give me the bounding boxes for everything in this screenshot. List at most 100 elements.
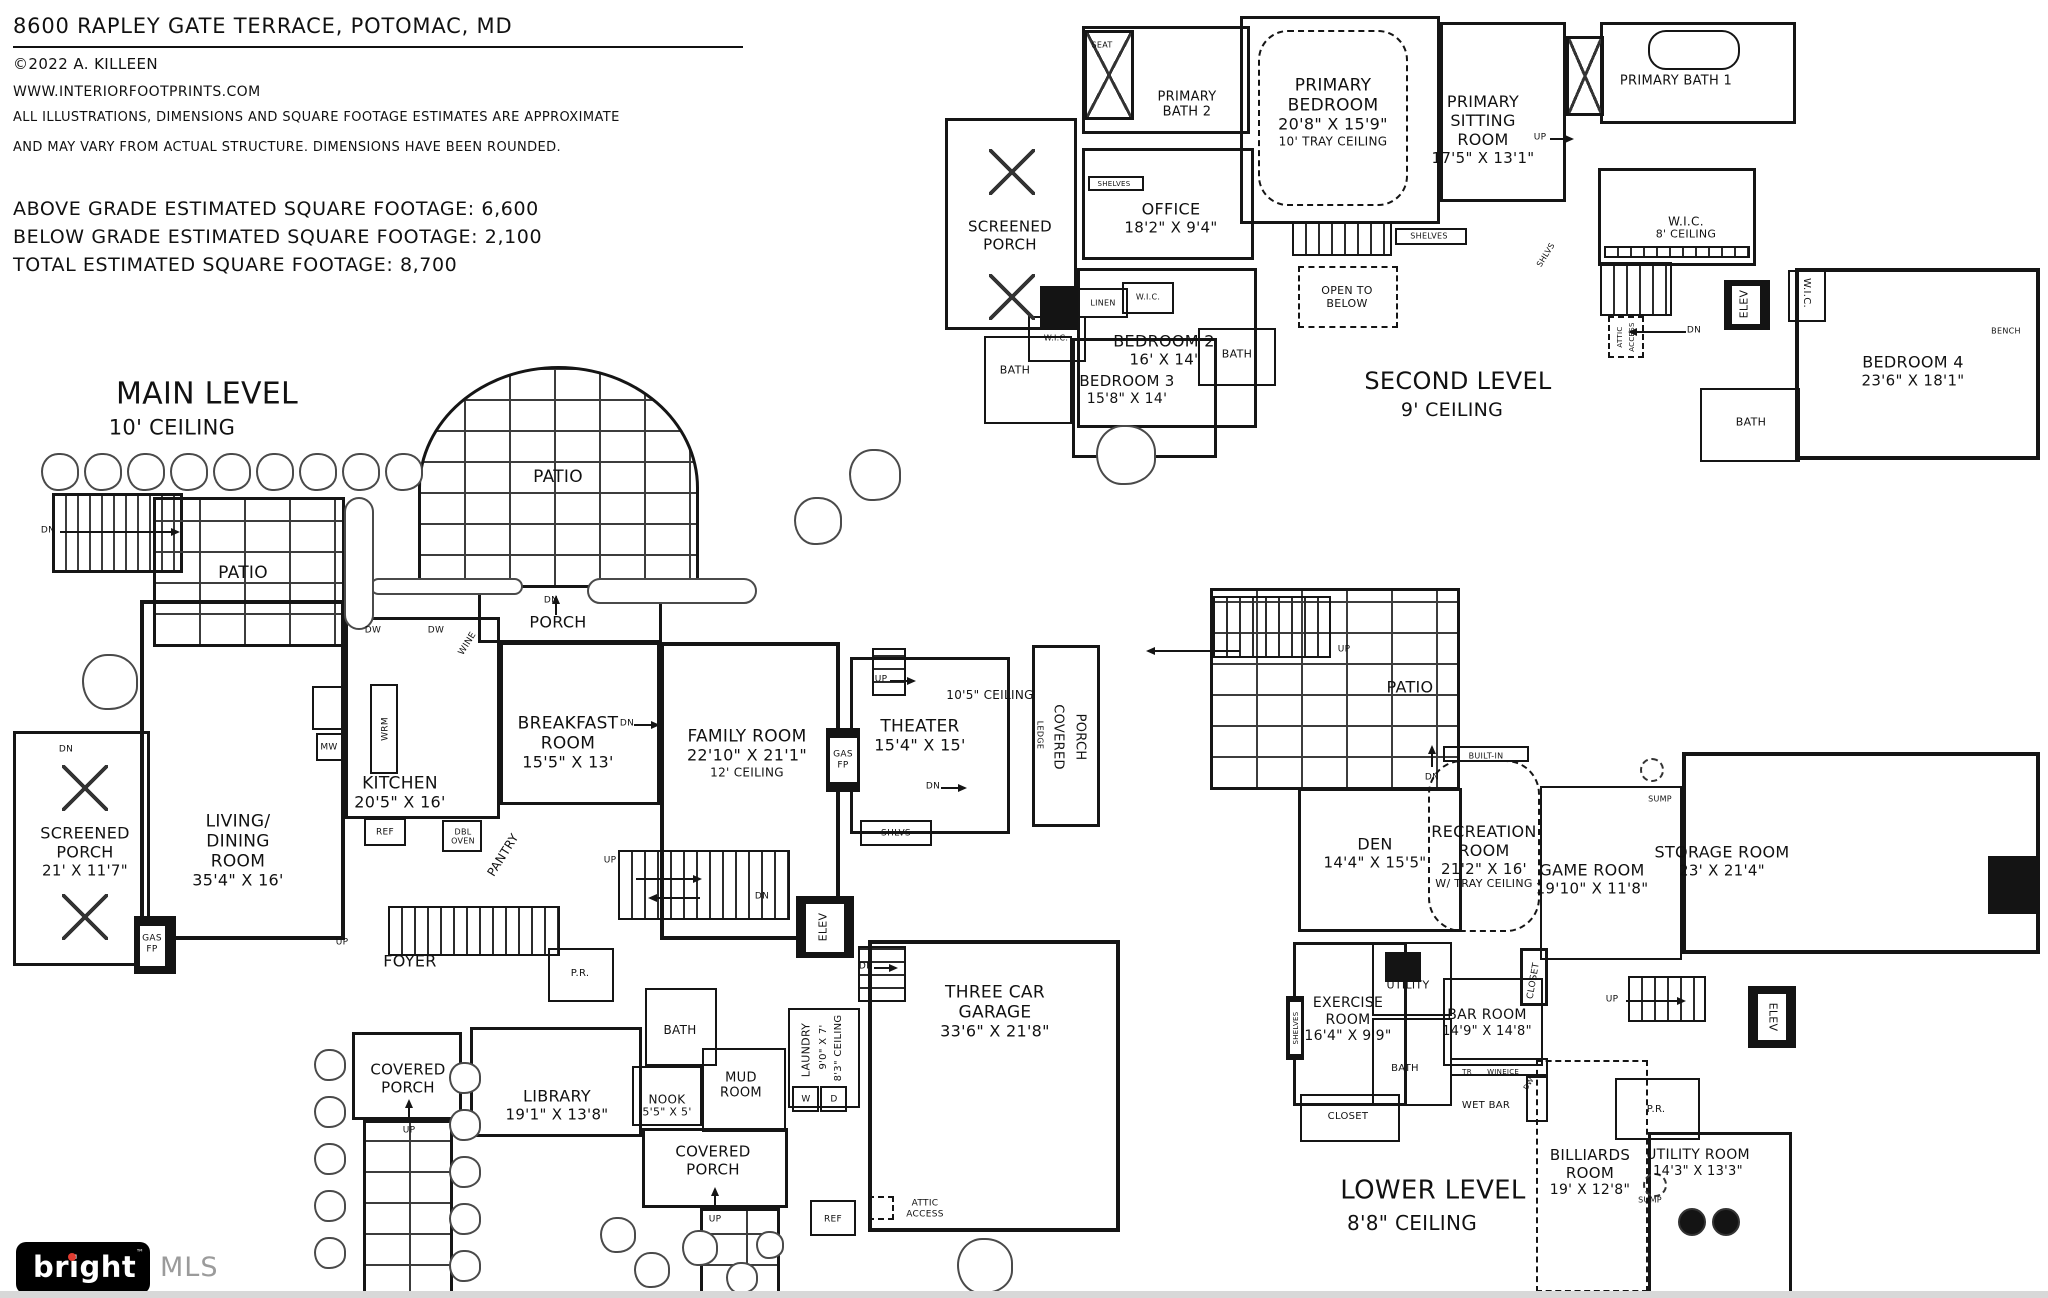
patio-left-label-line-0: PATIO: [218, 562, 268, 583]
garage-label-line-1: GARAGE: [958, 1002, 1032, 1023]
up-center-stair: UP: [604, 856, 617, 867]
covered-right-label-2: PORCH: [1072, 714, 1088, 761]
gas-fp-family-label-line-0: GAS: [833, 749, 853, 760]
attic-2-label-1-line-0: ATTIC: [1615, 326, 1624, 348]
foyer-label: FOYER: [383, 952, 436, 972]
elev-second-label: ELEV: [1738, 290, 1752, 319]
seat-1-label: SEAT: [1091, 40, 1112, 49]
dishwasher-2-label-line-0: DW: [427, 625, 445, 636]
attic-access-main-label-line-1: ACCESS: [906, 1209, 944, 1219]
laundry-label-line-0: LAUNDRY: [799, 1022, 813, 1078]
tree: [449, 1156, 481, 1188]
up-patio-lower: UP: [1338, 645, 1351, 656]
living-dining-label-line-0: LIVING/: [205, 811, 271, 832]
logo-tm: ™: [136, 1248, 144, 1257]
shelves-2a-label: SHELVES: [1097, 180, 1130, 188]
tree: [314, 1096, 346, 1128]
wall-inset: [830, 738, 857, 782]
tree: [449, 1109, 481, 1141]
wall-inset: [1732, 286, 1760, 324]
lower-level-ceiling-line-0: 8'8" CEILING: [1346, 1211, 1478, 1236]
room-screened-porch: [13, 731, 150, 966]
second-level-title: SECOND LEVEL: [1364, 367, 1551, 395]
pantry-label: PANTRY: [484, 831, 521, 879]
second-up-arrow: [1550, 135, 1574, 143]
garage-dn-arrow: [874, 964, 898, 972]
tr-label-line-0: TR: [1462, 1067, 1472, 1076]
shelves-2a-label-line-0: SHELVES: [1097, 179, 1131, 188]
tree: [299, 453, 337, 491]
up-second-line-0: UP: [1533, 132, 1547, 143]
primary-bedroom-label-line-3: 10' TRAY CEILING: [1278, 134, 1388, 149]
seat-1-label-line-0: SEAT: [1091, 40, 1113, 50]
wardrobe-seat-2: [1566, 36, 1604, 116]
patio-lower-stair: [1213, 596, 1331, 658]
second-level-ceiling-line-0: 9' CEILING: [1400, 398, 1504, 421]
bath-3a-label-line-0: BATH: [999, 363, 1031, 377]
page-title: 8600 RAPLEY GATE TERRACE, POTOMAC, MD: [13, 14, 513, 38]
room-living-dining: [140, 600, 345, 940]
dn-breakfast-line-0: DN: [619, 718, 635, 729]
brightmls-logo: bright ™: [16, 1242, 150, 1294]
sump-storage-label: SUMP: [1648, 794, 1672, 803]
up-theater-line-0: UP: [874, 674, 888, 685]
lower-up-arrow: [1626, 997, 1686, 1005]
dn-screened-porch-line-0: DN: [58, 744, 74, 755]
living-dining-label-line-2: ROOM: [210, 851, 266, 872]
ledge-label-line-0: LEDGE: [1035, 720, 1045, 750]
microwave-box: [316, 733, 344, 761]
powder-label: P.R.: [571, 968, 590, 980]
kitchen-label-line-1: 20'5" X 16': [354, 792, 446, 812]
wic-c-box: [1788, 270, 1826, 322]
primary-bath-2-label-line-0: PRIMARY: [1157, 89, 1217, 105]
recreation-label-line-2: 21'2" X 16': [1441, 859, 1527, 878]
title-underline: [13, 46, 743, 48]
up-covered-bl: UP: [403, 1126, 416, 1137]
bath-mid-label: BATH: [1222, 348, 1252, 362]
room-office: [1082, 148, 1254, 260]
warming-drawer-label: WRM: [381, 717, 392, 741]
tree: [449, 1062, 481, 1094]
dryer-label: D: [830, 1095, 837, 1106]
closet-exercise-label: CLOSET: [1328, 1111, 1369, 1123]
wic-8-label: W.I.C.8' CEILING: [1656, 214, 1717, 241]
elev-lower-label-line-0: ELEV: [1766, 1002, 1780, 1032]
family-label-line-1: 22'10" X 21'1": [686, 745, 808, 765]
room-powder: [548, 948, 614, 1002]
bedroom-2-label-line-0: BEDROOM 2: [1113, 331, 1215, 351]
shlvs-2-label: SHLVS: [1535, 241, 1557, 269]
library-label-line-0: LIBRARY: [523, 1086, 591, 1106]
logo-mls-text: MLS: [160, 1252, 219, 1283]
room-bar: [1443, 978, 1543, 1066]
wic-8-label-line-0: W.I.C.: [1668, 214, 1704, 229]
wine-lower-label: WINE: [1487, 1068, 1507, 1076]
sump-utility-label: SUMP: [1638, 1195, 1662, 1204]
closet-exercise-label-line-0: CLOSET: [1327, 1111, 1369, 1123]
ref-kitchen-label-line-0: REF: [375, 827, 395, 838]
wet-bar-label: WET BAR: [1462, 1100, 1510, 1112]
second-level-title-line-0: SECOND LEVEL: [1364, 366, 1552, 395]
living-dining-label-line-1: DINING: [206, 831, 270, 852]
dbl-oven-label-line-1: OVEN: [451, 837, 475, 846]
tree: [682, 1230, 718, 1266]
patio-lower-label-line-0: PATIO: [1386, 677, 1434, 697]
room-bath-bed4: [1700, 388, 1800, 462]
wic-c-label-line-0: W.I.C.: [1800, 277, 1812, 309]
sqft-below-line: BELOW GRADE ESTIMATED SQUARE FOOTAGE: 2,…: [13, 226, 543, 248]
screened-porch-label-line-0: SCREENED: [40, 823, 130, 843]
cooktop-box: [312, 686, 344, 730]
up-covered-bm: UP: [709, 1215, 722, 1226]
deck-dn-arrow: [60, 528, 180, 536]
dn-den: DN: [1425, 773, 1439, 784]
primary-bath-1-label: PRIMARY BATH 1: [1620, 73, 1732, 88]
theater-label-line-1: 15'4" X 15': [874, 735, 966, 755]
built-in-box: [1443, 746, 1529, 762]
laundry-label: LAUNDRY: [799, 1022, 814, 1078]
